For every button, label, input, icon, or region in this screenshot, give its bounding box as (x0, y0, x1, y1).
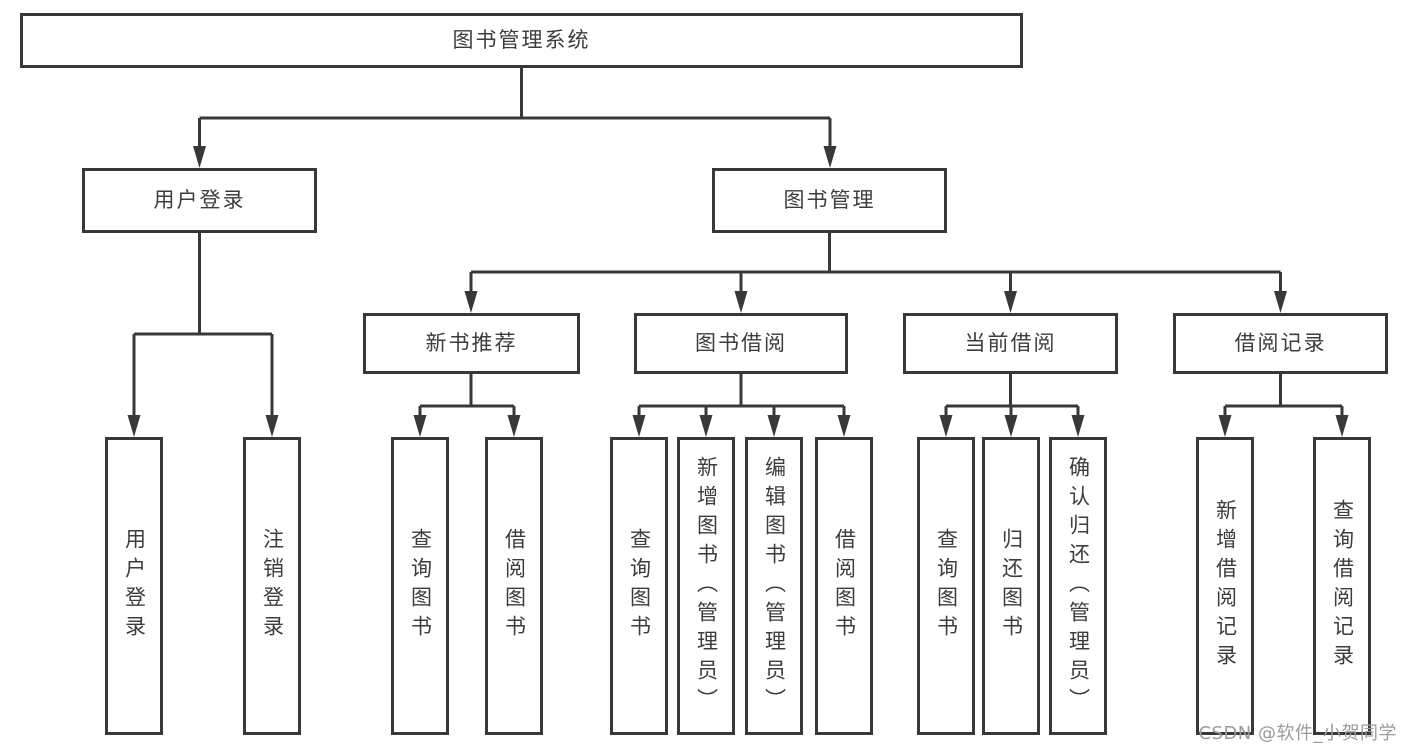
arrow-down-icon (837, 415, 851, 437)
arrow-down-icon (632, 415, 646, 437)
leaf-query-books-borrow: 查询图书 (610, 437, 668, 735)
leaf-borrow-books-recommend: 借阅图书 (485, 437, 543, 735)
arrow-down-icon (1335, 415, 1349, 437)
edge-current-borrow-children (939, 374, 1085, 437)
node-label: 查询借阅记录 (1330, 499, 1355, 673)
node-label: 编辑图书（管理员） (762, 455, 787, 717)
leaf-add-book-admin: 新增图书（管理员） (677, 437, 735, 735)
node-label: 用户登录 (122, 528, 147, 644)
node-label: 确认归还（管理员） (1066, 455, 1091, 717)
node-label: 用户登录 (153, 188, 246, 212)
node-label: 图书借阅 (695, 331, 787, 355)
node-label: 新书推荐 (425, 331, 518, 355)
leaf-query-borrow-record: 查询借阅记录 (1313, 437, 1371, 735)
arrow-down-icon (193, 146, 206, 168)
node-user-login: 用户登录 (82, 168, 317, 233)
leaf-logout: 注销登录 (243, 437, 301, 735)
node-label: 借阅记录 (1234, 331, 1327, 355)
node-book-management: 图书管理 (712, 168, 947, 233)
arrow-down-icon (699, 415, 713, 437)
arrow-down-icon (767, 415, 781, 437)
csdn-watermark: CSDN @软件_小贺同学 (1198, 723, 1397, 744)
leaf-query-books-recommend: 查询图书 (391, 437, 449, 735)
arrow-down-icon (734, 291, 748, 313)
arrow-down-icon (1274, 291, 1287, 313)
node-label: 借阅图书 (832, 528, 857, 644)
node-label: 新增借阅记录 (1213, 499, 1238, 673)
leaf-user-login: 用户登录 (105, 437, 163, 735)
node-label: 注销登录 (260, 528, 285, 644)
arrow-down-icon (1004, 415, 1018, 437)
arrow-down-icon (127, 415, 141, 437)
node-borrow-records: 借阅记录 (1173, 313, 1388, 374)
leaf-edit-book-admin: 编辑图书（管理员） (745, 437, 803, 735)
arrow-down-icon (413, 415, 427, 437)
arrow-down-icon (1004, 291, 1017, 313)
arrow-down-icon (1071, 415, 1085, 437)
node-label: 查询图书 (934, 528, 959, 644)
node-label: 查询图书 (408, 528, 433, 644)
edge-user-login-children (127, 233, 279, 437)
node-current-borrow: 当前借阅 (903, 313, 1118, 374)
arrow-down-icon (464, 291, 478, 313)
edge-new-book-recommend-children (413, 374, 521, 437)
node-library-management-system: 图书管理系统 (20, 13, 1023, 68)
arrow-down-icon (265, 415, 279, 437)
arrow-down-icon (939, 415, 953, 437)
arrow-down-icon (823, 146, 837, 168)
leaf-borrow-books: 借阅图书 (815, 437, 873, 735)
arrow-down-icon (1218, 415, 1232, 437)
node-label: 当前借阅 (964, 331, 1057, 355)
node-label: 借阅图书 (502, 528, 527, 644)
node-label: 图书管理 (783, 188, 876, 212)
edge-book-management-children (464, 233, 1287, 313)
node-new-book-recommend: 新书推荐 (363, 313, 580, 374)
node-book-borrow: 图书借阅 (634, 313, 848, 374)
leaf-confirm-return-admin: 确认归还（管理员） (1049, 437, 1107, 735)
leaf-add-borrow-record: 新增借阅记录 (1196, 437, 1254, 735)
leaf-query-books-current: 查询图书 (917, 437, 975, 735)
leaf-return-books: 归还图书 (982, 437, 1040, 735)
node-label: 查询图书 (627, 528, 652, 644)
edge-root-to-level2 (193, 68, 837, 168)
arrow-down-icon (507, 415, 521, 437)
node-label: 归还图书 (999, 528, 1024, 644)
edge-borrow-records-children (1218, 374, 1349, 437)
edge-book-borrow-children (632, 374, 851, 437)
node-label: 新增图书（管理员） (694, 455, 719, 717)
node-label: 图书管理系统 (452, 28, 591, 52)
